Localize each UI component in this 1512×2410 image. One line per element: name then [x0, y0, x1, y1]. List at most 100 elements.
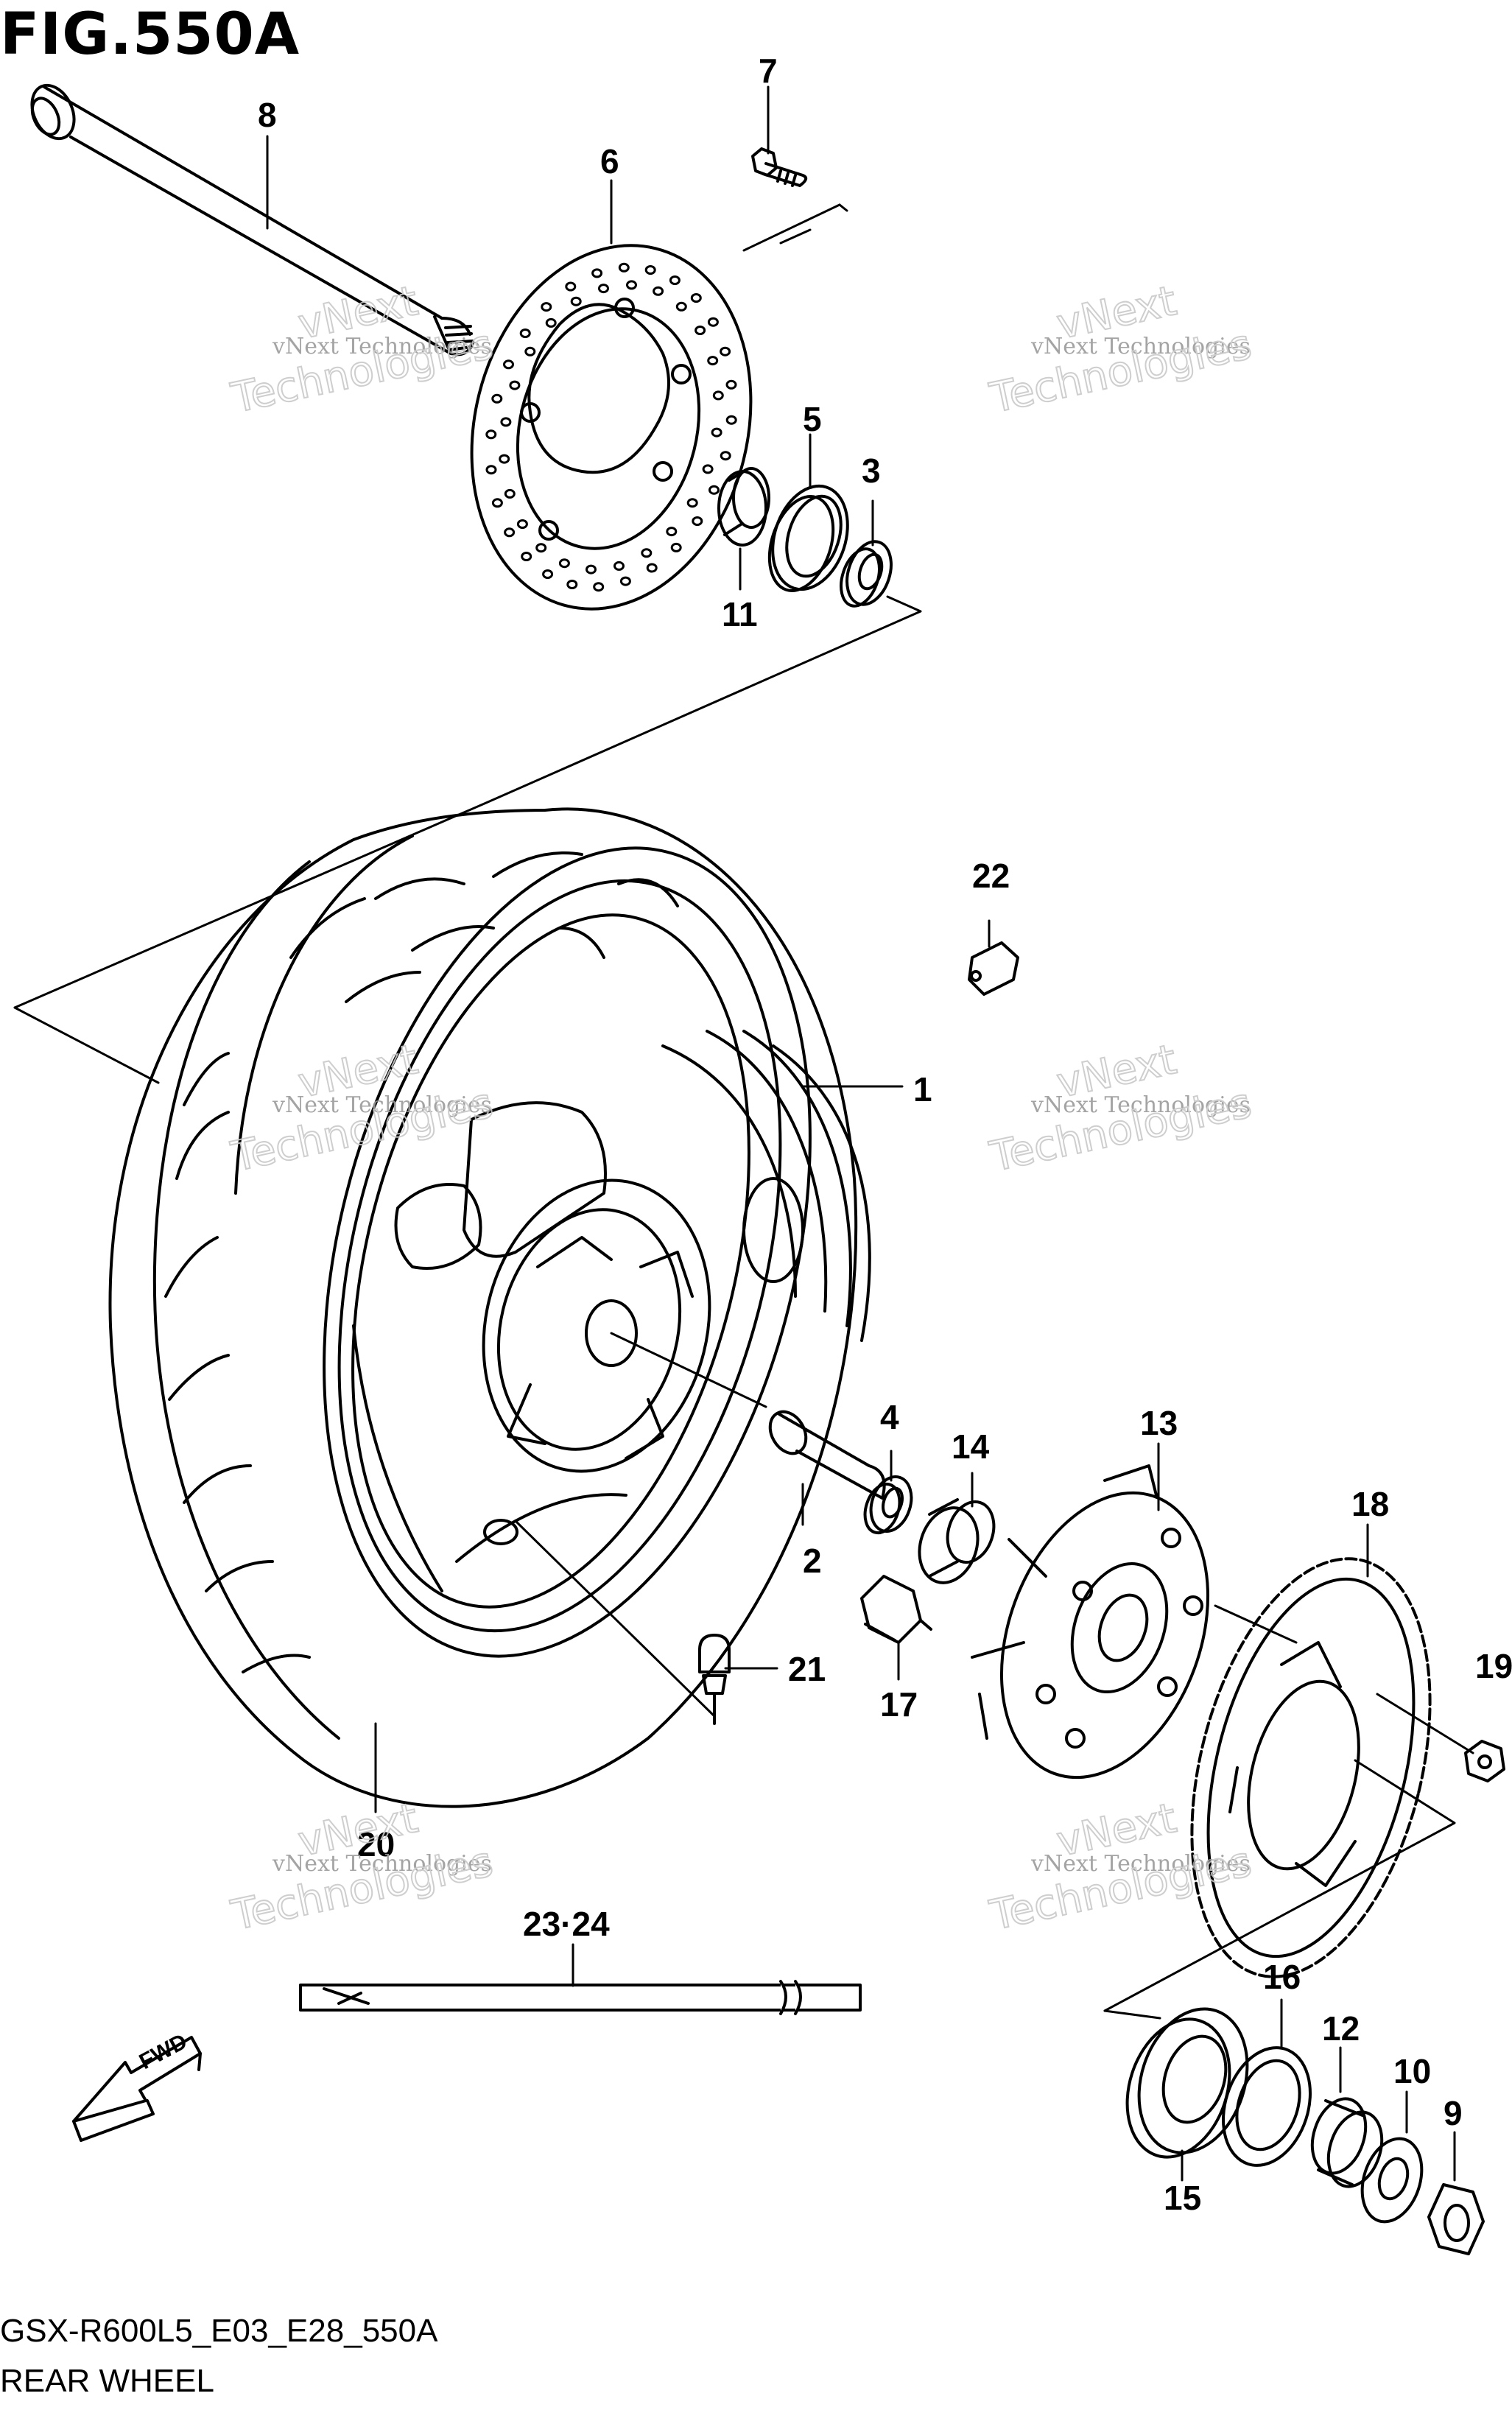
disc-hole	[570, 296, 582, 306]
disc-hole	[565, 281, 577, 292]
callout-5: 5	[803, 400, 822, 438]
callout-1: 1	[913, 1070, 932, 1109]
callout-13: 13	[1140, 1404, 1178, 1442]
callout-9: 9	[1444, 2094, 1463, 2132]
oil-seal-part[interactable]	[759, 477, 860, 600]
callout-14: 14	[952, 1427, 990, 1466]
leader-lines	[266, 85, 1456, 2182]
spacer-part[interactable]	[717, 467, 770, 547]
wheel-spacer-part[interactable]	[763, 1405, 886, 1500]
disc-hole	[670, 542, 682, 552]
callout-7: 7	[759, 52, 778, 90]
damper-cushion-part[interactable]	[860, 1575, 932, 1644]
disc-hole	[504, 488, 516, 499]
collar-part[interactable]	[1304, 2092, 1391, 2193]
watermark-text: vNext Technologies	[272, 334, 492, 359]
callout-15: 15	[1164, 2179, 1201, 2217]
callout-23-24: 23·24	[523, 1905, 610, 1943]
disc-hole	[692, 516, 703, 526]
washer-part[interactable]	[1352, 2131, 1432, 2230]
fwd-arrow-icon	[72, 2036, 202, 2142]
disc-hole	[586, 564, 597, 575]
callout-labels: 1 2 3 4 5 6 7 8 9 10 11 12 13 14 15 16 1…	[136, 52, 1512, 2217]
disc-hole	[646, 563, 658, 573]
disc-hole	[542, 569, 554, 579]
brake-disc-holes	[485, 262, 737, 592]
brake-disc-bolt-part[interactable]	[751, 147, 808, 187]
axle-part[interactable]	[24, 79, 474, 356]
section-name: REAR WHEEL	[0, 2363, 214, 2399]
callout-4: 4	[880, 1398, 899, 1436]
callout-21: 21	[788, 1650, 826, 1688]
sprocket-bearing-part[interactable]	[1111, 1995, 1265, 2170]
tire-part[interactable]	[108, 807, 858, 1808]
watermark-text: vNext Technologies	[272, 1092, 492, 1118]
disc-hole	[558, 558, 570, 569]
watermark-text: vNext Technologies	[272, 1851, 492, 1877]
clip-part[interactable]	[968, 941, 1019, 996]
sprocket-oil-seal-part[interactable]	[1209, 2037, 1324, 2177]
valve-part[interactable]	[514, 1520, 731, 1725]
disc-hole	[690, 293, 702, 303]
disc-hole	[653, 286, 664, 296]
disc-hole	[516, 519, 528, 529]
disc-hole	[598, 284, 609, 294]
disc-hole	[545, 317, 557, 328]
retainer-part[interactable]	[910, 1496, 1002, 1590]
disc-hole	[708, 485, 720, 495]
disc-hole	[521, 552, 532, 561]
rim-tape-part[interactable]	[299, 1980, 862, 2015]
disc-hole	[686, 498, 698, 508]
watermark-text: vNext Technologies	[1030, 1092, 1251, 1118]
callout-8: 8	[258, 96, 277, 134]
disc-hole	[707, 317, 719, 327]
sprocket-carrier-part[interactable]	[964, 1464, 1245, 1807]
watermark-text: vNext Technologies	[1030, 334, 1251, 359]
sprocket-nut-part[interactable]	[1464, 1740, 1505, 1782]
bearing-part[interactable]	[834, 536, 899, 611]
disc-hole	[509, 380, 521, 390]
disc-hole	[491, 393, 503, 404]
model-code: GSX-R600L5_E03_E28_550A	[0, 2313, 438, 2349]
rear-wheel-rim[interactable]	[246, 797, 889, 1708]
figure-title: FIG.550A	[0, 1, 300, 68]
disc-hole	[666, 527, 678, 537]
disc-hole	[725, 415, 737, 425]
rear-sprocket-part[interactable]	[1152, 1534, 1474, 2001]
disc-hole	[485, 429, 497, 440]
disc-hole	[535, 543, 547, 553]
disc-hole	[500, 417, 512, 427]
axle-nut-part[interactable]	[1427, 2183, 1485, 2255]
disc-hole	[593, 582, 605, 592]
callout-17: 17	[880, 1685, 918, 1724]
callout-12: 12	[1322, 2009, 1360, 2048]
watermark-text: vNext Technologies	[1030, 1851, 1251, 1877]
callout-20: 20	[357, 1825, 395, 1863]
disc-hole	[491, 498, 503, 508]
disc-hole	[485, 465, 497, 475]
disc-hole	[619, 576, 631, 586]
disc-hole	[675, 301, 687, 312]
disc-hole	[711, 427, 722, 438]
callout-10: 10	[1393, 2052, 1431, 2090]
disc-hole	[669, 275, 681, 285]
disc-hole	[626, 280, 637, 290]
callout-18: 18	[1351, 1485, 1389, 1523]
brake-disc-part[interactable]	[435, 216, 788, 639]
disc-hole	[566, 580, 578, 589]
callout-2: 2	[803, 1542, 822, 1580]
disc-hole	[504, 527, 516, 538]
disc-hole	[702, 464, 714, 474]
disc-hole	[720, 451, 731, 461]
callout-6: 6	[600, 142, 619, 180]
disc-hole	[712, 390, 724, 401]
disc-hole	[591, 268, 603, 278]
callout-11: 11	[722, 595, 758, 633]
disc-hole	[641, 548, 653, 558]
disc-hole	[524, 346, 536, 356]
disc-hole	[519, 329, 531, 338]
hub-bearing-part[interactable]	[859, 1472, 918, 1537]
disc-hole	[720, 346, 731, 356]
